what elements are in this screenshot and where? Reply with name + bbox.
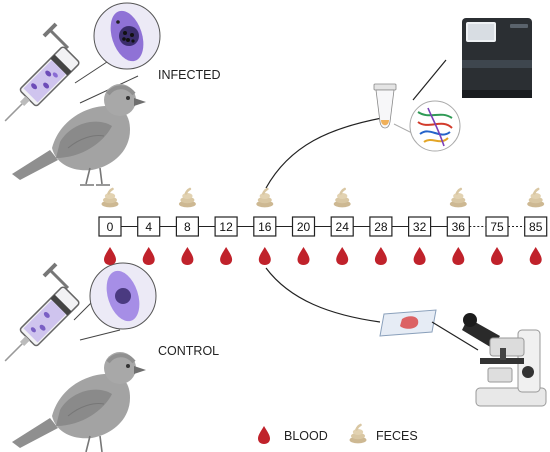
timepoint-box (175, 216, 199, 237)
timepoint-box (408, 216, 432, 237)
timepoint-label: 0 (107, 220, 114, 234)
feces-icon (255, 187, 275, 209)
blood-drop-icon (529, 247, 542, 265)
timepoint-28: 28 (369, 216, 393, 265)
blood-drop-icon (413, 247, 426, 265)
slide-icon (379, 309, 437, 337)
timepoint-box (446, 216, 470, 237)
blood-drop-icon (220, 247, 233, 265)
healthy-cell-icon (73, 262, 157, 341)
feces-icon (100, 187, 120, 209)
legend-feces-icon (348, 423, 368, 445)
sparrow-icon-control (10, 350, 148, 452)
microtube-icon (373, 83, 397, 129)
timepoint-75: 75 (485, 216, 509, 265)
feces-icon (448, 187, 469, 209)
timepoint-8: 8 (175, 187, 199, 265)
timepoint-32: 32 (408, 216, 432, 265)
blood-drop-icon (297, 247, 310, 265)
timepoint-label: 16 (258, 220, 272, 234)
timepoint-85: 85 (524, 187, 548, 265)
timepoint-12: 12 (214, 216, 238, 265)
timepoint-box (291, 216, 316, 237)
timepoint-box (137, 216, 161, 237)
control-group: CONTROL (0, 262, 219, 452)
timepoint-box (485, 216, 509, 237)
timepoint-16: 16 (253, 187, 277, 265)
timepoint-label: 85 (529, 220, 543, 234)
feces-icon (525, 187, 546, 209)
blood-drop-icon (104, 247, 116, 265)
feces-icon (177, 187, 198, 209)
blood-drop-icon (181, 247, 194, 265)
timepoint-36: 36 (446, 187, 470, 265)
timepoint-box (214, 216, 238, 237)
timepoint-label: 28 (374, 220, 388, 234)
timepoint-24: 24 (330, 187, 354, 265)
blood-drop-icon (452, 247, 465, 265)
timepoint-label: 8 (184, 220, 191, 234)
feces-icon (332, 187, 352, 209)
timepoint-box (330, 216, 354, 237)
timepoint-label: 32 (413, 220, 427, 234)
syringe-icon (0, 22, 83, 132)
sequencing-branch (265, 18, 532, 189)
timepoint-label: 20 (297, 220, 311, 234)
timepoint-label: 36 (452, 220, 466, 234)
infected-cell-icon (74, 2, 161, 104)
microscope-icon (462, 313, 547, 407)
infected-label: INFECTED (158, 68, 221, 82)
timepoint-label: 75 (490, 220, 504, 234)
timepoint-box (524, 216, 548, 237)
legend-feces-label: FECES (376, 429, 418, 443)
timepoint-label: 24 (336, 220, 350, 234)
timepoint-4: 4 (137, 216, 161, 265)
timepoint-20: 20 (291, 216, 316, 265)
control-label: CONTROL (158, 344, 219, 358)
timepoint-label: 4 (145, 220, 152, 234)
sampling-timeline: 0 4 8 12 16 20 24 28 32 36 75 85 (98, 187, 548, 265)
blood-drop-icon (142, 247, 155, 265)
syringe-icon (0, 262, 83, 372)
blood-drop-icon (336, 247, 349, 265)
timepoint-box (253, 216, 277, 237)
infected-group: INFECTED (0, 2, 221, 187)
dna-icon (393, 100, 461, 152)
timepoint-box (98, 216, 122, 237)
legend: BLOOD FECES (258, 423, 418, 445)
timepoint-box (369, 216, 393, 237)
legend-blood-label: BLOOD (284, 429, 328, 443)
timepoint-label: 12 (219, 220, 233, 234)
legend-blood-icon (258, 426, 270, 444)
microscopy-branch (265, 267, 547, 407)
sequencer-icon (462, 18, 532, 98)
blood-drop-icon (374, 247, 387, 265)
timepoint-0: 0 (98, 187, 122, 265)
blood-drop-icon (491, 247, 503, 265)
blood-drop-icon (258, 247, 271, 265)
